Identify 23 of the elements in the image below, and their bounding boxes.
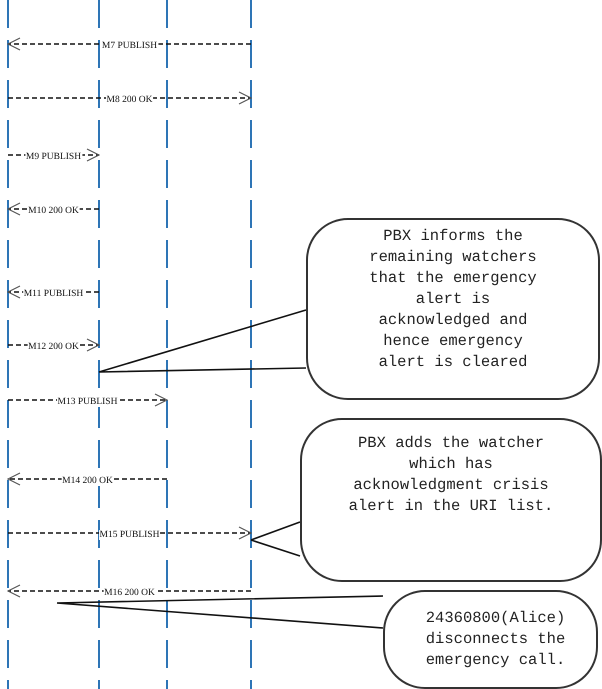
lifeline bbox=[7, 0, 9, 689]
callout-text: 24360800(Alice) disconnects the emergency call. bbox=[424, 608, 566, 671]
lifeline bbox=[250, 0, 252, 689]
edge-label: M12 200 OK bbox=[27, 342, 80, 352]
callout-bubble bbox=[306, 218, 600, 400]
edge-label: M14 200 OK bbox=[61, 476, 114, 486]
edge-label: M16 200 OK bbox=[103, 588, 156, 598]
lifeline bbox=[166, 0, 168, 689]
lifeline bbox=[98, 0, 100, 689]
edge-label: M9 PUBLISH bbox=[24, 152, 82, 162]
callout-bubble bbox=[300, 418, 602, 582]
callout-pointer bbox=[250, 521, 301, 557]
callout-bubble bbox=[383, 590, 598, 689]
callout-pointer bbox=[98, 309, 307, 373]
callout-text: PBX informs the remaining watchers that the emergency alert is acknowledged and hence emergency alert is cleared bbox=[368, 226, 538, 372]
callout-text: PBX adds the watcher which has acknowledgment crisis alert in the URI list. bbox=[348, 433, 554, 517]
edge-label: M13 PUBLISH bbox=[56, 397, 118, 407]
edge-label: M7 PUBLISH bbox=[100, 41, 158, 51]
edge-label: M8 200 OK bbox=[106, 95, 154, 105]
callout-pointer bbox=[56, 595, 384, 629]
edge-label: M15 PUBLISH bbox=[98, 530, 160, 540]
edge-label: M10 200 OK bbox=[27, 206, 80, 216]
edge-label: M11 PUBLISH bbox=[22, 289, 84, 299]
